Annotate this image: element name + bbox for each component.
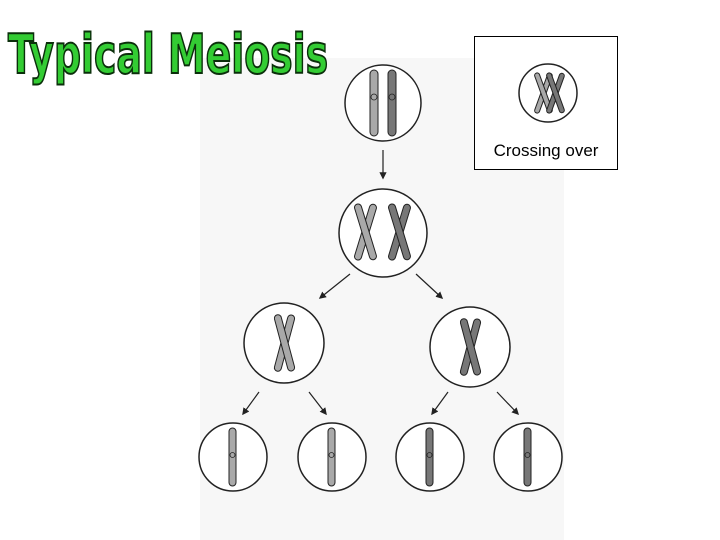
- parent-chromosome-light: [370, 70, 378, 136]
- gamete-cell-3: [396, 423, 464, 491]
- inset-cell: [519, 64, 577, 122]
- arrow-meiosis-ii-2: [309, 392, 326, 414]
- arrow-meiosis-i-left: [320, 274, 350, 298]
- parent-chromosome-dark: [388, 70, 396, 136]
- arrow-meiosis-ii-3: [432, 392, 448, 414]
- gamete-cell-4: [494, 423, 562, 491]
- daughter-cell-left: [244, 303, 324, 383]
- gamete-cell-2: [298, 423, 366, 491]
- arrow-meiosis-ii-1: [243, 392, 259, 414]
- daughter-cell-right: [430, 307, 510, 387]
- arrow-meiosis-ii-4: [497, 392, 518, 414]
- arrow-meiosis-i-right: [416, 274, 442, 298]
- parent-cell: [345, 65, 421, 141]
- replicated-cell: [339, 189, 427, 277]
- gamete-cell-1: [199, 423, 267, 491]
